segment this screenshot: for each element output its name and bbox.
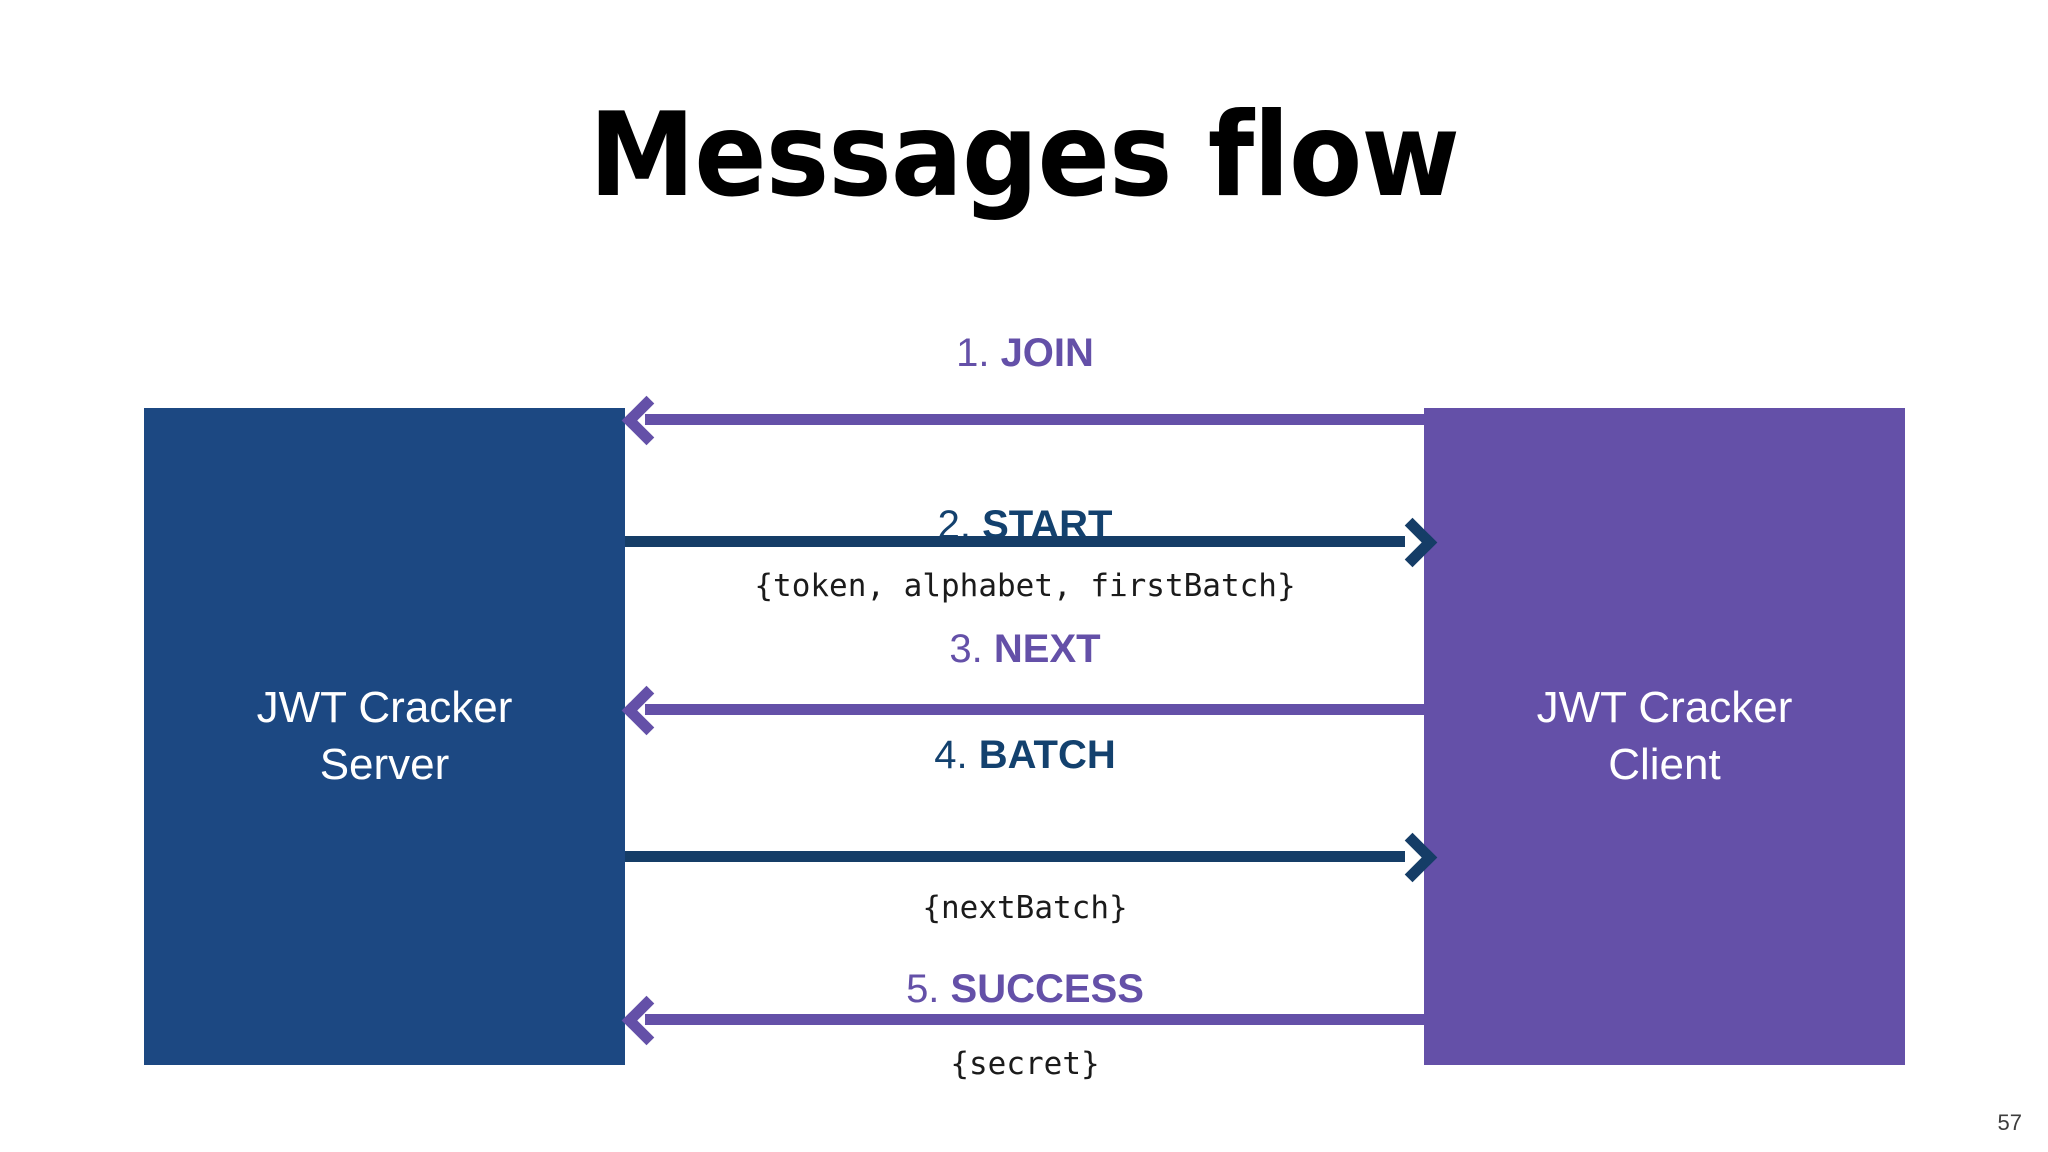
message-arrow-5 [625, 1010, 1425, 1028]
message-arrow-3 [625, 700, 1425, 718]
message-label-4: 4. BATCH [625, 732, 1425, 778]
message-name-1: JOIN [1000, 331, 1094, 375]
node-client-label-line2: Client [1608, 739, 1721, 789]
message-arrow-1 [625, 410, 1425, 428]
message-label-5: 5. SUCCESS [625, 966, 1425, 1012]
node-box-server: JWT Cracker Server [144, 408, 625, 1065]
arrow-left-icon-5 [625, 999, 659, 1033]
page-number: 57 [1997, 1110, 2022, 1135]
message-name-5: SUCCESS [950, 967, 1144, 1011]
message-name-3: NEXT [993, 627, 1101, 671]
message-lane: 1. JOIN 2. START {token, alphabet, first… [625, 330, 1425, 1082]
node-server-label-line1: JWT Cracker [256, 683, 513, 733]
arrow-line-2 [625, 536, 1405, 547]
arrow-right-icon-4 [1391, 836, 1425, 870]
message-label-3: 3. NEXT [625, 626, 1425, 672]
message-payload-4: {nextBatch} [922, 890, 1128, 926]
message-number-5: 5. [906, 967, 940, 1011]
message-number-4: 4. [934, 733, 968, 777]
message-payload-2: {token, alphabet, firstBatch} [754, 568, 1296, 604]
node-box-client: JWT Cracker Client [1424, 408, 1905, 1065]
message-label-1: 1. JOIN [625, 330, 1425, 376]
arrow-line-3 [645, 704, 1425, 715]
message-number-3: 3. [949, 627, 983, 671]
arrow-line-4 [625, 851, 1405, 862]
message-arrow-4 [625, 847, 1425, 865]
node-server-label: JWT Cracker Server [257, 680, 513, 793]
message-number-1: 1. [956, 331, 990, 375]
arrow-right-icon-2 [1391, 521, 1425, 555]
node-server-label-line2: Server [319, 739, 450, 789]
arrow-left-icon-3 [625, 689, 659, 723]
message-name-4: BATCH [978, 733, 1116, 777]
message-payload-5: {secret} [950, 1046, 1100, 1082]
page-title: Messages flow [588, 88, 1460, 223]
arrow-line-5 [645, 1014, 1425, 1025]
node-client-label-line1: JWT Cracker [1536, 683, 1793, 733]
node-client-label: JWT Cracker Client [1537, 680, 1793, 793]
arrow-left-icon-1 [625, 399, 659, 433]
arrow-line-1 [645, 414, 1425, 425]
message-arrow-2 [625, 532, 1425, 550]
